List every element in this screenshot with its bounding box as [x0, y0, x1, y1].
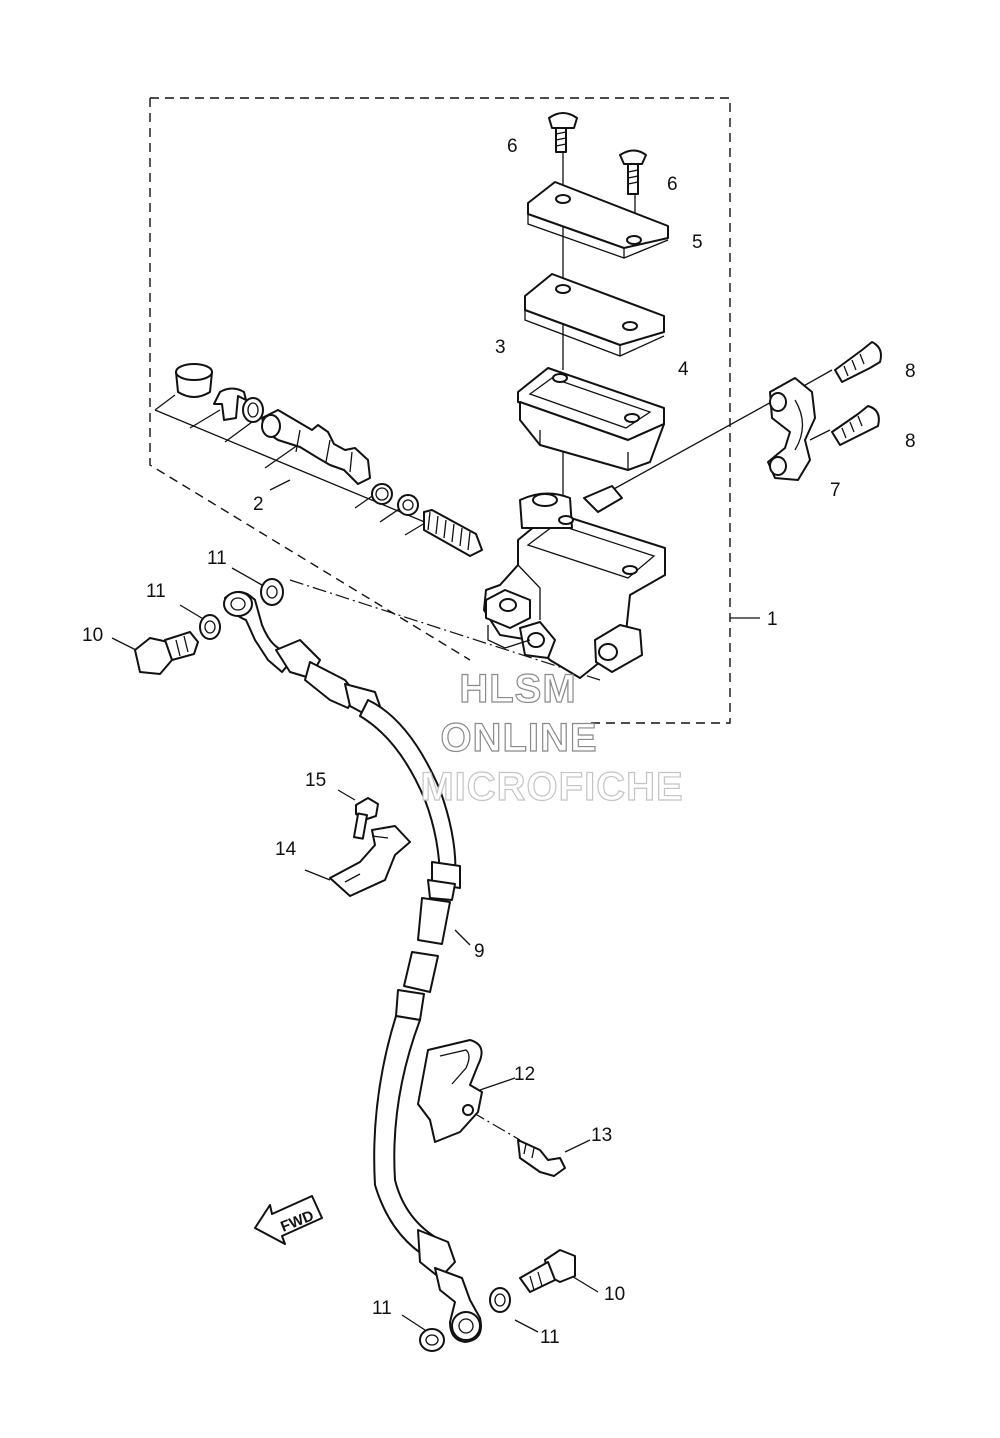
holder-bolt-lower: [831, 405, 880, 446]
washer-upper-left: [199, 614, 221, 640]
master-cylinder-body: [483, 485, 666, 679]
callout-2: 2: [253, 494, 264, 515]
watermark-line-2: ONLINE: [440, 716, 597, 760]
callout-8-upper: 8: [905, 361, 916, 382]
callout-9: 9: [474, 941, 485, 962]
callout-7: 7: [830, 480, 841, 501]
piston-kit: [175, 363, 483, 557]
cap-screw-top-right: [619, 149, 647, 195]
assembly-boundary: [149, 97, 731, 724]
callout-8-lower: 8: [905, 431, 916, 452]
hose-clamp: [417, 1039, 483, 1143]
washer-lower-left: [419, 1328, 445, 1352]
cap-screw-top-left: [548, 112, 578, 153]
callout-6-left: 6: [507, 136, 518, 157]
callout-11-lower-left: 11: [372, 1298, 392, 1319]
callout-12: 12: [514, 1064, 535, 1085]
washer-lower-right: [489, 1287, 511, 1313]
guide-bolt: [352, 797, 379, 840]
callout-3: 3: [495, 337, 506, 358]
watermark-line-3: MICROFICHE: [420, 765, 683, 809]
brake-hose: [223, 591, 482, 1343]
callout-11-upper-left: 11: [146, 581, 166, 602]
callout-4: 4: [678, 359, 689, 380]
holder-bolt-upper: [834, 341, 882, 383]
callout-10-lower: 10: [604, 1284, 625, 1305]
union-bolt-upper: [134, 631, 199, 675]
callout-13: 13: [591, 1125, 612, 1146]
watermark: HLSM ONLINE MICROFICHE: [420, 666, 684, 809]
union-bolt-lower: [519, 1249, 576, 1293]
fwd-arrow-icon: FWD: [254, 1195, 323, 1245]
callout-5: 5: [692, 232, 703, 253]
callout-14: 14: [275, 839, 297, 860]
handlebar-holder: [767, 377, 816, 481]
hose-guide-upper: [329, 825, 411, 897]
callout-15: 15: [305, 770, 326, 791]
diaphragm-plate: [524, 273, 665, 357]
callout-1: 1: [767, 609, 778, 630]
callout-6-right: 6: [667, 174, 678, 195]
callout-10-upper: 10: [82, 625, 103, 646]
watermark-line-1: HLSM: [459, 667, 576, 711]
washer-upper-right: [260, 578, 284, 606]
diaphragm-boot: [517, 367, 665, 471]
clamp-bolt: [517, 1139, 566, 1177]
callout-labels: 1 2 3 4 5 6 6 7 8 8 9 10 10 11 11 11 11 …: [82, 136, 916, 1348]
callout-11-lower-right: 11: [540, 1327, 560, 1348]
callout-11-upper-right: 11: [207, 548, 227, 569]
reservoir-cap: [527, 181, 669, 259]
